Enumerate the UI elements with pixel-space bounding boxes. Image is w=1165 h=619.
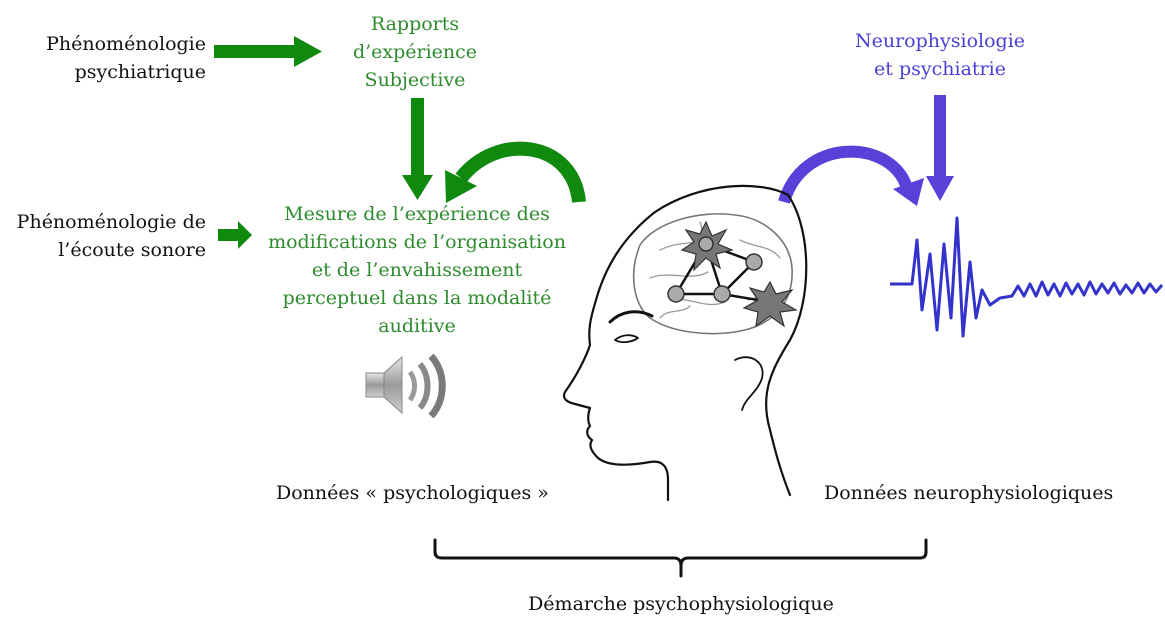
arrow-curved-green [445, 141, 586, 204]
label-demarche-psychophysiologique: Démarche psychophysiologique [528, 593, 834, 615]
label-line: Mesure de l’expérience des [284, 203, 550, 225]
label-line: d’expérience [352, 41, 478, 63]
label-line: Phénoménologie de [16, 211, 206, 233]
speaker-icon [365, 353, 446, 419]
eeg-signal-icon [890, 216, 1164, 338]
label-line: Rapports [370, 13, 460, 35]
arrow-neuro-down [926, 95, 954, 201]
brain-network-icon [667, 220, 798, 328]
label-donnees-psychologiques: Données « psychologiques » [276, 482, 549, 504]
arrow-phen-ecoute-to-mesure [218, 221, 252, 249]
label-line: Phénoménologie [46, 33, 206, 55]
label-donnees-neurophysiologiques: Données neurophysiologiques [824, 482, 1114, 504]
label-line: et psychiatrie [874, 58, 1006, 80]
label-rapports-experience: Rapports d’expérience Subjective [305, 10, 525, 94]
label-line: modifications de l’organisation [268, 231, 566, 253]
label-phenomenologie-psychiatrique: Phénoménologie psychiatrique [0, 30, 206, 86]
arrow-rapports-down [402, 98, 433, 200]
label-phenomenologie-ecoute: Phénoménologie de l’écoute sonore [0, 208, 206, 264]
label-line: perceptuel dans la modalité [282, 287, 552, 309]
label-line: auditive [378, 315, 456, 337]
label-mesure-experience: Mesure de l’expérience des modifications… [258, 200, 576, 340]
label-line: l’écoute sonore [58, 239, 206, 261]
label-line: psychiatrique [74, 61, 206, 83]
label-neurophysiologie-psychiatrie: Neurophysiologie et psychiatrie [840, 27, 1040, 83]
label-line: Neurophysiologie [854, 30, 1026, 52]
label-line: Subjective [364, 69, 466, 91]
head-profile-illustration [562, 184, 808, 502]
arrow-phen-psych-to-rapports [214, 36, 322, 67]
bottom-brace [433, 538, 928, 578]
arrow-curved-blue [778, 145, 924, 206]
label-line: et de l’envahissement [311, 259, 523, 281]
